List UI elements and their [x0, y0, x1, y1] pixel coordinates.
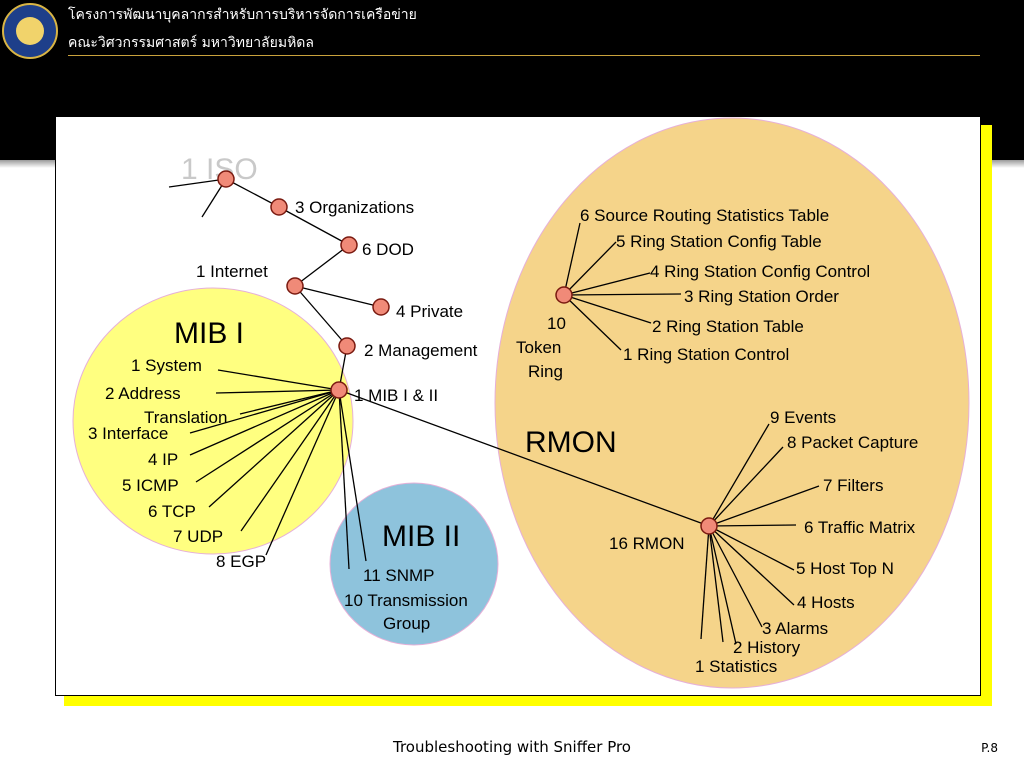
edge-tr-stationconfigcontrol [563, 272, 651, 296]
edge-rmon-16 [700, 525, 710, 640]
tr-group-source-routing: 6 Source Routing Statistics Table [580, 206, 829, 225]
edge-rmon-filters [708, 485, 820, 527]
mib-tree-diagram: 1 ISO [72, 117, 970, 689]
node-iso [217, 170, 235, 188]
rmon-group-traffic-matrix: 6 Traffic Matrix [804, 518, 916, 537]
tr-group-station-table: 2 Ring Station Table [652, 317, 804, 336]
mib-i-group-interface: 3 Interface [88, 424, 168, 443]
header-title-line2: คณะวิศวกรรมศาสตร์ มหาวิทยาลัยมหิดล [68, 35, 314, 51]
tr-group-station-config-control: 4 Ring Station Config Control [650, 262, 870, 281]
edge-tr-stationorder [563, 293, 682, 296]
internet-label: 1 Internet [196, 262, 268, 281]
rmon-group-filters: 7 Filters [823, 476, 883, 495]
edge-internet-management [294, 285, 348, 347]
edge-tr-stationconfigtable [563, 241, 617, 296]
edge-tr-stationcontrol [563, 294, 622, 351]
university-seal-icon [2, 3, 58, 59]
edge-mib-interface [189, 389, 340, 434]
edge-internet-private [294, 285, 382, 308]
rmon-group-packet-capture: 8 Packet Capture [787, 433, 918, 452]
node-internet [286, 277, 304, 295]
node-private [372, 298, 390, 316]
header-divider [68, 55, 980, 56]
edge-org-dod [278, 206, 350, 246]
edge-mib-transmission [338, 389, 350, 570]
tr-group-station-config-table: 5 Ring Station Config Table [616, 232, 822, 251]
mib-i-group-ip: 4 IP [148, 450, 178, 469]
edge-iso-org [225, 178, 280, 208]
edge-rmon-packetcapture [708, 446, 784, 527]
node-rmon [700, 517, 718, 535]
edge-mib-udp [240, 389, 340, 532]
edge-mib-ip [189, 389, 340, 456]
edge-rmon-hosts [708, 525, 795, 606]
rmon-group-alarms: 3 Alarms [762, 619, 828, 638]
edge-iso-left [168, 178, 227, 188]
management-label: 2 Management [364, 341, 478, 360]
edge-tr-stationtable [563, 294, 652, 324]
mib-i-title: MIB I [174, 317, 244, 350]
rmon-node-label: 16 RMON [609, 534, 685, 553]
token-ring-label-line1: 10 [547, 314, 566, 333]
mib-ii-title: MIB II [382, 520, 460, 553]
private-label: 4 Private [396, 302, 463, 321]
node-organizations [270, 198, 288, 216]
mib-i-group-system: 1 System [131, 356, 202, 375]
edge-rmon-alarms [708, 525, 763, 628]
mib-i-group-tcp: 6 TCP [148, 502, 196, 521]
organizations-label: 3 Organizations [295, 198, 414, 217]
edge-mib-snmp [338, 389, 367, 562]
seal-center [16, 17, 44, 45]
edge-rmon-statistics [708, 525, 724, 643]
edge-mib-address [215, 389, 340, 394]
rmon-group-statistics: 1 Statistics [695, 657, 777, 676]
edge-mib-egp [265, 389, 340, 556]
node-management [338, 337, 356, 355]
node-mib-i-ii [330, 381, 348, 399]
edge-mib-icmp [195, 389, 340, 483]
token-ring-label-line3: Ring [528, 362, 563, 381]
mib-ii-region [329, 482, 499, 646]
mib-ii-group-transmission: 10 Transmission [344, 591, 468, 610]
node-dod [340, 236, 358, 254]
page-number: P.8 [981, 741, 998, 755]
dod-label: 6 DOD [362, 240, 414, 259]
footer-title: Troubleshooting with Sniffer Pro [392, 738, 631, 756]
mib-i-ii-label: 1 MIB I & II [354, 386, 438, 405]
edge-mib-tcp [208, 389, 340, 508]
edge-mib-system [217, 369, 340, 391]
tree-edges [168, 178, 820, 645]
rmon-group-history: 2 History [733, 638, 801, 657]
edge-rmon-hosttopn [708, 525, 795, 571]
mib-i-group-udp: 7 UDP [173, 527, 223, 546]
header-title-line1: โครงการพัฒนาบุคลากรสำหรับการบริหารจัดการ… [68, 7, 417, 23]
tr-group-station-control: 1 Ring Station Control [623, 345, 789, 364]
rmon-title: RMON [525, 426, 617, 459]
mib-ii-group-group: Group [383, 614, 430, 633]
rmon-group-host-top-n: 5 Host Top N [796, 559, 894, 578]
mib-i-group-address: 2 Address [105, 384, 181, 403]
rmon-group-hosts: 4 Hosts [797, 593, 855, 612]
token-ring-label-line2: Token [516, 338, 561, 357]
edge-dod-internet [294, 244, 350, 287]
mib-tree-panel: 1 ISO [55, 116, 981, 696]
rmon-region [494, 117, 970, 689]
edge-rmon-trafficmatrix [708, 524, 797, 527]
tr-group-station-order: 3 Ring Station Order [684, 287, 839, 306]
tree-nodes [217, 170, 718, 535]
edge-mib-rmon [338, 389, 710, 527]
mib-i-group-icmp: 5 ICMP [122, 476, 179, 495]
mib-ii-group-snmp: 11 SNMP [363, 566, 435, 585]
edge-rmon-events [708, 423, 770, 527]
mib-i-region [72, 287, 354, 555]
mib-i-group-egp: 8 EGP [216, 552, 266, 571]
edge-mib-translation [239, 389, 340, 415]
edge-tr-sourcerouting [563, 222, 581, 296]
mib-i-group-translation: Translation [144, 408, 227, 427]
rmon-group-events: 9 Events [770, 408, 836, 427]
node-token-ring [555, 286, 573, 304]
edge-rmon-history [708, 525, 737, 645]
